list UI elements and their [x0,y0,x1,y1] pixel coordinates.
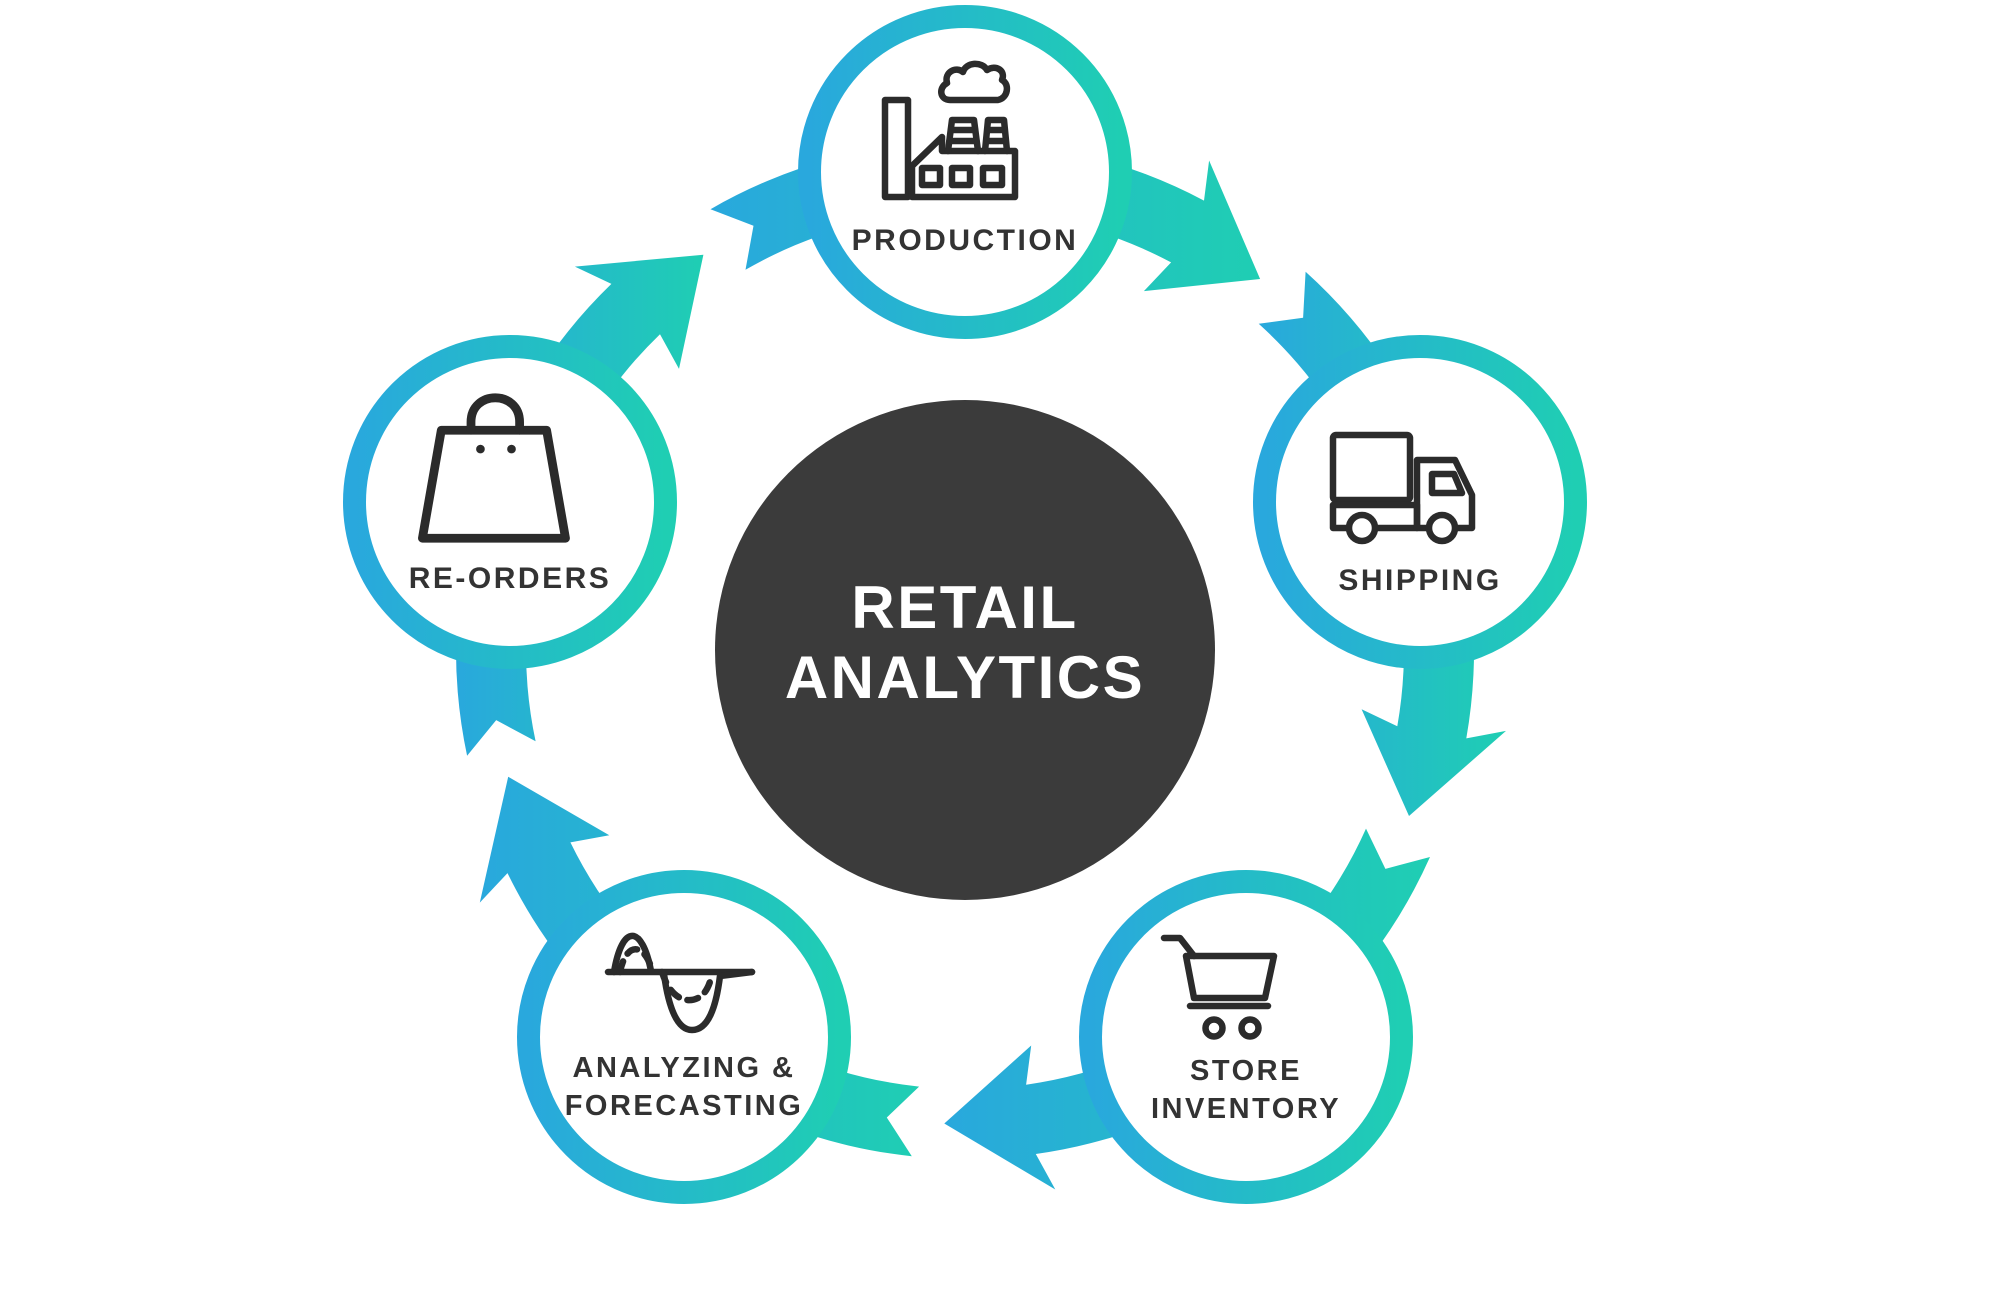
cart-wheel [1202,1016,1226,1040]
node-label-analyzing: ANALYZING & [573,1052,796,1084]
center-title-line1: RETAIL [851,574,1078,641]
truck-wheel [1425,511,1459,545]
smoke-cloud [938,60,1011,104]
factory-chimney [944,116,982,155]
flow-arrow-shipping-to-store-inventory [1258,271,1506,816]
node-analyzing-forecasting: ANALYZING & FORECASTING [517,870,851,1204]
center-circle: RETAIL ANALYTICS [715,400,1215,900]
factory-body [908,133,1019,201]
wave-dashed-peak [616,946,656,976]
wave-solid-trough [660,968,756,1034]
center-disc [715,400,1215,900]
node-store-inventory: STORE INVENTORY [1079,870,1413,1204]
flow-arrow-store-inventory-to-analyzing-forecasting [944,828,1430,1190]
center-title-line2: ANALYTICS [785,644,1145,711]
node-label-forecasting: FORECASTING [565,1090,804,1122]
shopping-bag-icon [418,393,570,543]
node-label-production: PRODUCTION [852,224,1079,257]
factory-window [918,164,944,189]
truck-window [1428,470,1466,497]
cart-basket [1182,952,1278,1002]
wave-dashed-trough [658,968,716,1004]
node-label-store: STORE [1190,1055,1302,1087]
factory-silo [881,96,912,201]
node-re-orders: RE-ORDERS [343,335,677,669]
truck-cab [1413,456,1476,532]
factory-chimney-hatch [982,126,1010,145]
bag-rivet [476,444,485,454]
delivery-truck-icon [1329,431,1476,545]
factory-icon [881,60,1019,201]
node-label-shipping: SHIPPING [1338,564,1501,597]
factory-chimney-hatch [946,126,980,145]
factory-chimney [981,116,1011,155]
factory-window [979,164,1006,189]
node-circle-analyzing [517,870,851,1204]
factory-window [948,164,974,189]
node-circle-re-orders [343,335,677,669]
bag-body [418,425,570,543]
shopping-cart-icon [1160,934,1278,1040]
bag-rivet [507,444,516,454]
node-label-inventory: INVENTORY [1151,1093,1341,1125]
cart-wheel [1238,1016,1262,1040]
wave-forecast-icon [604,932,756,1034]
node-circle-production [798,5,1132,339]
truck-wheel [1345,511,1379,545]
bag-handle [466,393,524,435]
node-label-re-orders: RE-ORDERS [409,562,612,595]
cart-handle [1160,934,1198,960]
node-shipping: SHIPPING [1253,335,1587,669]
truck-cargo-box [1329,431,1414,504]
node-production: PRODUCTION [798,5,1132,339]
